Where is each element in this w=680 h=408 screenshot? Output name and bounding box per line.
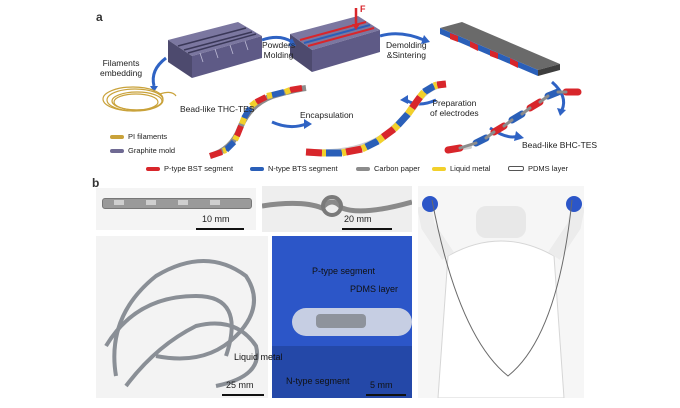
- photo-closeup-glove: [272, 236, 412, 398]
- legend-p-type: P-type BST segment: [146, 164, 233, 173]
- force-label: F: [360, 4, 366, 14]
- photo-knot: [262, 186, 412, 232]
- n-type-swatch: [250, 166, 264, 171]
- annotation-p-type-segment: P-type segment: [312, 266, 376, 276]
- scale-label-10mm: 10 mm: [202, 214, 230, 224]
- step-encapsulation: Encapsulation: [300, 110, 354, 120]
- scale-bar-25mm: [222, 394, 264, 396]
- step-bead-bhc-tes: Bead-like BHC-TES: [522, 140, 598, 150]
- p-type-swatch: [146, 166, 160, 171]
- process-arrows: [151, 32, 566, 139]
- legend-pdms-layer: PDMS layer: [508, 164, 568, 173]
- photo-person-lab-coat: [418, 186, 584, 398]
- scale-bar-5mm: [366, 394, 406, 396]
- photo-straight-strip: [96, 188, 256, 230]
- legend-n-type: N-type BTS segment: [250, 164, 338, 173]
- graphite-mold-empty: [168, 22, 262, 78]
- panel-label-a: a: [96, 10, 103, 24]
- scale-label-20mm: 20 mm: [344, 214, 372, 224]
- annotation-pdms-layer: PDMS layer: [350, 284, 399, 294]
- annotation-liquid-metal: Liquid metal: [234, 352, 283, 362]
- scale-label-25mm: 25 mm: [226, 380, 254, 390]
- graphite-mold-filled: [290, 8, 380, 72]
- thc-tes-chain: [209, 85, 307, 159]
- legend-liquid-metal: Liquid metal: [432, 164, 490, 173]
- legend-pi-filaments: PI filaments: [110, 132, 167, 141]
- photo-coiled-fiber: [96, 236, 268, 398]
- sintered-strip: [440, 22, 560, 76]
- step-demolding-sintering: Demolding&Sintering: [386, 40, 427, 60]
- pdms-swatch: [508, 166, 524, 171]
- scale-bar-10mm: [196, 228, 244, 230]
- scale-bar-20mm: [342, 228, 392, 230]
- graphite-swatch: [110, 148, 124, 153]
- pi-swatch: [110, 134, 124, 139]
- scale-label-5mm: 5 mm: [370, 380, 393, 390]
- pi-filament-coil: [102, 86, 177, 112]
- annotation-n-type-segment: N-type segment: [286, 376, 350, 386]
- step-bead-thc-tes: Bead-like THC-TES: [180, 104, 255, 114]
- liquid-metal-swatch: [432, 166, 446, 171]
- legend-carbon-paper: Carbon paper: [356, 164, 420, 173]
- legend-graphite-mold: Graphite mold: [110, 146, 175, 155]
- carbon-swatch: [356, 166, 370, 171]
- panel-label-b: b: [92, 176, 100, 190]
- right-glove-icon: [566, 196, 582, 212]
- bhc-tes-chain: [444, 88, 582, 154]
- left-glove-icon: [422, 196, 438, 212]
